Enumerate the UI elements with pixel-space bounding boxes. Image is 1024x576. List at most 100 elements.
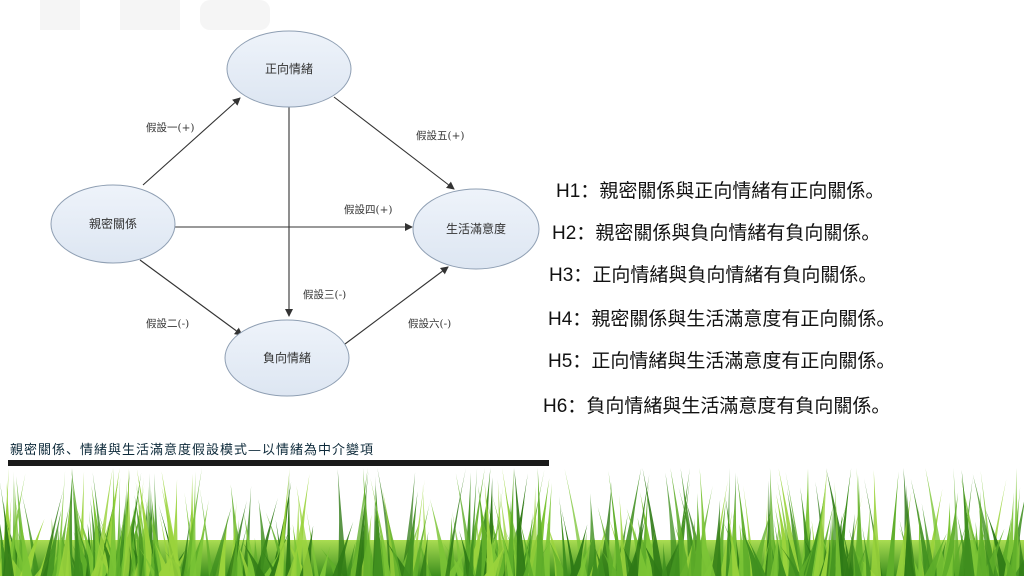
grass-blade xyxy=(594,547,606,576)
grass-blade xyxy=(559,496,568,576)
grass-blade xyxy=(725,468,730,576)
grass-blade xyxy=(640,529,656,576)
grass-blade xyxy=(942,492,959,576)
grass-blade xyxy=(597,506,617,576)
grass-blade xyxy=(40,489,64,576)
grass-blade xyxy=(235,528,244,576)
grass-blade xyxy=(972,474,999,576)
grass-blade xyxy=(429,498,451,576)
grass-blade xyxy=(276,468,290,576)
grass-blade xyxy=(778,468,801,576)
grass-blade xyxy=(736,475,752,576)
grass-blade xyxy=(345,541,356,576)
grass-blade xyxy=(674,468,690,576)
grass-blade xyxy=(254,497,278,576)
grass-blade xyxy=(455,473,476,576)
hypothesis-separator: ： xyxy=(572,308,592,330)
grass-blade xyxy=(43,509,62,576)
grass-blade xyxy=(983,542,994,576)
grass-blade xyxy=(727,512,740,576)
grass-blade xyxy=(844,513,855,576)
grass-blade xyxy=(290,474,310,576)
grass-blade xyxy=(215,515,228,576)
grass-blade xyxy=(386,541,411,576)
diagram-edge-labels: 假設一(+) 假設二(-) 假設三(-) 假設四(+) 假設五(+) 假設六(-… xyxy=(146,121,465,330)
hypothesis-text: 正向情緒與生活滿意度有正向關係。 xyxy=(591,350,896,372)
grass-blade xyxy=(848,528,862,576)
grass-blade xyxy=(192,499,209,576)
grass-blade xyxy=(93,468,113,576)
grass-blade xyxy=(925,468,947,576)
grass-blade xyxy=(702,531,716,576)
grass-blade xyxy=(60,468,73,576)
grass-blade xyxy=(305,508,319,576)
grass-blade xyxy=(813,468,828,576)
grass-blade xyxy=(548,540,568,576)
grass-blade xyxy=(402,491,418,576)
node-life-satisfaction: 生活滿意度 xyxy=(412,188,540,270)
grass-blade xyxy=(961,469,975,576)
hypothesis-separator: ： xyxy=(580,180,600,202)
grass-blade xyxy=(825,468,851,576)
grass-blade xyxy=(886,471,899,576)
edge-label-h4: 假設四(+) xyxy=(344,203,393,216)
grass-blade xyxy=(122,468,134,576)
grass-blade xyxy=(642,541,663,576)
grass-blade xyxy=(419,531,429,576)
grass-blade xyxy=(296,485,314,576)
grass-blade xyxy=(578,531,588,576)
grass-blade xyxy=(505,468,514,576)
grass-blade xyxy=(378,527,389,576)
grass-blade xyxy=(484,543,507,576)
grass-blade xyxy=(670,468,690,576)
hypothesis-separator: ： xyxy=(576,222,596,244)
grass-blade xyxy=(369,543,376,576)
grass-blade xyxy=(608,471,624,576)
node-label-intimacy: 親密關係 xyxy=(89,216,137,231)
grass-blade xyxy=(21,493,40,576)
grass-blade xyxy=(517,513,535,576)
grass-blade xyxy=(820,533,830,576)
grass-blade xyxy=(640,492,658,576)
grass-blade xyxy=(285,472,292,576)
grass-blade xyxy=(58,502,71,576)
grass-blade xyxy=(161,471,182,576)
grass-blade xyxy=(602,550,620,576)
grass-blade xyxy=(591,537,598,576)
grass-blade xyxy=(946,546,955,576)
diagram-caption: 親密關係、情緒與生活滿意度假設模式—以情緒為中介變項 xyxy=(10,443,375,458)
node-label-satisfaction: 生活滿意度 xyxy=(446,221,506,236)
grass-blade xyxy=(661,542,668,576)
hypothesis-code: H4 xyxy=(548,309,573,330)
hypothesis-text: 正向情緒與負向情緒有負向關係。 xyxy=(592,264,878,286)
hypothesis-text: 親密關係與負向情緒有負向關係。 xyxy=(595,222,881,244)
grass-blade xyxy=(786,533,800,576)
grass-blade xyxy=(231,519,240,576)
hypothesis-h6: H6：負向情緒與生活滿意度有負向關係。 xyxy=(543,391,890,418)
grass-blade xyxy=(748,506,773,576)
grass-blade xyxy=(949,516,970,576)
grass-blade xyxy=(156,549,175,576)
grass-blade xyxy=(99,468,120,576)
hypothesis-code: H6 xyxy=(543,396,568,417)
diagram-edges xyxy=(139,96,455,351)
grass-blade xyxy=(746,537,767,576)
grass-blade xyxy=(444,517,456,576)
grass-blade xyxy=(445,468,466,576)
grass-blade xyxy=(611,533,617,576)
grass-blade xyxy=(422,485,429,576)
grass-blade xyxy=(138,546,158,576)
grass-blade xyxy=(189,471,197,576)
edge-label-h2: 假設二(-) xyxy=(146,317,189,330)
grass-blade xyxy=(1004,492,1015,576)
hypothesis-separator: ： xyxy=(573,264,593,286)
edge-h5 xyxy=(333,96,455,190)
grass-blade xyxy=(924,533,947,576)
grass-blade xyxy=(108,468,117,576)
node-negative-emotion: 負向情緒 xyxy=(224,319,350,397)
grass-blade xyxy=(466,504,487,576)
edge-h1 xyxy=(142,97,241,186)
grass-decoration xyxy=(0,468,1024,576)
grass-blade xyxy=(699,468,710,576)
